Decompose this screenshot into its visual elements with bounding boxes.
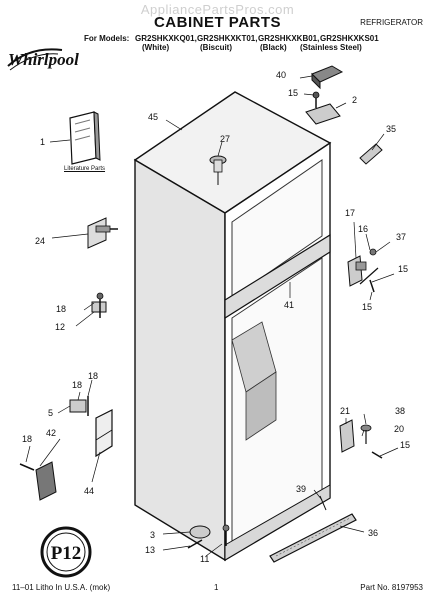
whirlpool-logo-swoosh-icon	[7, 48, 63, 71]
model-color-3: (Black)	[260, 43, 287, 52]
hinge-cover-part	[311, 65, 344, 90]
svg-text:P12: P12	[51, 543, 82, 564]
model-number-4: GR2SHKXKS01	[320, 34, 379, 43]
callout-leader-lines	[25, 75, 399, 557]
kick-cover-part	[19, 461, 57, 501]
category-label: REFRIGERATOR	[360, 18, 423, 27]
model-number-1: GR2SHKXKQ01,	[135, 34, 197, 43]
callout-11: 11	[200, 554, 210, 564]
callout-15-top: 15	[288, 88, 299, 98]
footer-print-info: 11–01 Litho In U.S.A. (mok)	[12, 583, 111, 592]
callout-3: 3	[150, 530, 156, 540]
literature-parts-label: Literature Parts	[64, 166, 106, 172]
callout-35: 35	[386, 124, 397, 134]
callout-36: 36	[368, 528, 379, 538]
callout-38: 38	[395, 406, 406, 416]
p12-badge-icon: P12	[40, 526, 92, 578]
callout-1: 1	[40, 137, 46, 147]
callout-18-upper: 18	[56, 304, 67, 314]
model-number-3: GR2SHKXKB01,	[258, 34, 320, 43]
callout-44: 44	[84, 486, 95, 496]
callout-27: 27	[220, 134, 231, 144]
footer-part-number: Part No. 8197953	[360, 583, 423, 592]
callout-15-mid-lower: 15	[362, 302, 373, 312]
whirlpool-logo: Whirlpool	[8, 50, 79, 69]
cabinet-body	[133, 91, 332, 562]
middle-hinge-part-left	[91, 292, 107, 318]
models-prefix: For Models:	[84, 34, 130, 43]
callout-16: 16	[358, 224, 369, 234]
top-hinge-bracket	[305, 91, 341, 125]
model-number-2: GR2SHKXKT01,	[197, 34, 258, 43]
callout-18-right: 18	[88, 371, 99, 381]
bottom-hinge-part	[339, 419, 383, 459]
callout-15-bottom: 15	[400, 440, 411, 450]
callout-21: 21	[340, 406, 351, 416]
middle-hinge-part-right	[347, 248, 379, 293]
callout-13: 13	[145, 545, 156, 555]
callout-40: 40	[276, 70, 287, 80]
model-color-4: (Stainless Steel)	[300, 43, 362, 52]
literature-parts-booklet	[69, 111, 101, 165]
callout-2: 2	[352, 95, 358, 105]
model-color-2: (Biscuit)	[200, 43, 232, 52]
left-bracket-part	[87, 217, 118, 249]
leveling-leg-part	[187, 524, 230, 549]
callout-17: 17	[345, 208, 356, 218]
callout-24: 24	[35, 236, 46, 246]
callout-20: 20	[394, 424, 405, 434]
callout-18-lower: 18	[22, 434, 33, 444]
door-stop-part	[359, 143, 383, 165]
watermark-text: AppliancePartsPros.com	[140, 2, 295, 17]
footer-page-number: 1	[214, 583, 219, 592]
callout-42: 42	[46, 428, 57, 438]
lower-left-hinge-part	[69, 396, 89, 416]
callout-39: 39	[296, 484, 307, 494]
page-title: CABINET PARTS	[153, 14, 282, 31]
callout-37: 37	[396, 232, 407, 242]
callout-18-left: 18	[72, 380, 83, 390]
lower-door-bracket	[95, 409, 113, 458]
model-color-1: (White)	[142, 43, 170, 52]
callout-15-mid-right: 15	[398, 264, 409, 274]
callout-5: 5	[48, 408, 54, 418]
toe-grille-part	[269, 495, 357, 563]
callout-45: 45	[148, 112, 159, 122]
callout-41: 41	[284, 300, 295, 310]
callout-12: 12	[55, 322, 66, 332]
